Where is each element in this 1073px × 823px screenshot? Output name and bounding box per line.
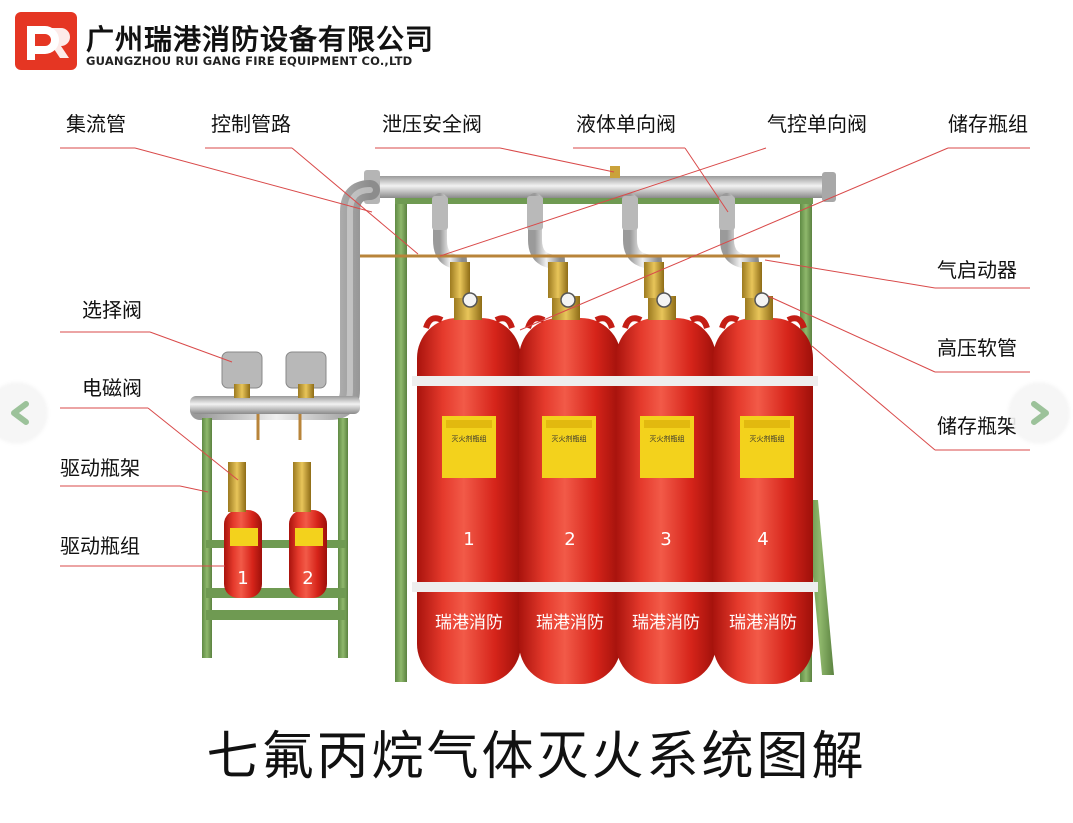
pilot-number-1: 1 — [237, 568, 248, 589]
selector-valves — [190, 351, 360, 414]
leader-lines — [60, 147, 1030, 567]
company-logo-icon — [15, 12, 77, 70]
cylinder-label-title-2: 灭火剂瓶组 — [552, 434, 587, 443]
cylinder-number-3: 3 — [660, 529, 671, 550]
prev-slide-button[interactable] — [0, 384, 46, 442]
storage-cylinder-2 — [514, 262, 626, 684]
label-gas-actuator: 气启动器 — [937, 258, 1017, 282]
label-manifold: 集流管 — [66, 112, 126, 136]
cylinder-label-title-1: 灭火剂瓶组 — [452, 434, 487, 443]
control-pipeline — [256, 254, 780, 440]
label-pilot-cylinder-group: 驱动瓶组 — [60, 534, 140, 558]
cylinder-label-title-3: 灭火剂瓶组 — [650, 434, 685, 443]
storage-cylinders: 1 2 3 4 瑞港消防 瑞港消防 瑞港消防 瑞港消防 灭火剂瓶组 灭火剂瓶组 … — [412, 262, 818, 684]
label-liquid-check-valve: 液体单向阀 — [576, 112, 676, 136]
storage-cylinder-3 — [611, 262, 721, 684]
label-solenoid-valve: 电磁阀 — [82, 376, 142, 400]
cylinder-number-4: 4 — [757, 529, 768, 550]
cylinder-label-title-4: 灭火剂瓶组 — [750, 434, 785, 443]
next-slide-button[interactable] — [1010, 384, 1068, 442]
label-gas-check-valve: 气控单向阀 — [767, 112, 867, 136]
page-title: 七氟丙烷气体灭火系统图解 — [206, 727, 867, 787]
cylinder-number-2: 2 — [564, 529, 575, 550]
label-selector-valve: 选择阀 — [82, 298, 142, 322]
cylinder-brand-2: 瑞港消防 — [536, 613, 604, 633]
arrow-right-icon — [1031, 401, 1049, 425]
cylinder-brand-3: 瑞港消防 — [632, 613, 700, 633]
company-logo-banner: 广州瑞港消防设备有限公司 GUANGZHOU RUI GANG FIRE EQU… — [0, 0, 433, 78]
label-high-pressure-hose: 高压软管 — [937, 336, 1017, 360]
label-pilot-rack: 驱动瓶架 — [60, 456, 140, 480]
pilot-rack — [202, 418, 348, 658]
pressure-gauges — [462, 292, 770, 308]
cylinder-number-1: 1 — [463, 529, 474, 550]
storage-cylinder-4 — [708, 262, 818, 684]
company-name-cn: 广州瑞港消防设备有限公司 — [86, 23, 435, 56]
label-storage-rack: 储存瓶架 — [937, 414, 1017, 438]
arrow-left-icon — [11, 401, 29, 425]
label-control-pipeline: 控制管路 — [211, 112, 291, 136]
pilot-number-2: 2 — [302, 568, 313, 589]
cylinder-brand-1: 瑞港消防 — [435, 613, 503, 633]
label-storage-cylinder-group: 储存瓶组 — [948, 112, 1028, 136]
company-name-en: GUANGZHOU RUI GANG FIRE EQUIPMENT CO.,LT… — [86, 54, 413, 68]
label-relief-valve: 泄压安全阀 — [382, 112, 482, 136]
pilot-cylinders: 1 2 — [224, 462, 327, 598]
cylinder-brand-4: 瑞港消防 — [729, 613, 797, 633]
